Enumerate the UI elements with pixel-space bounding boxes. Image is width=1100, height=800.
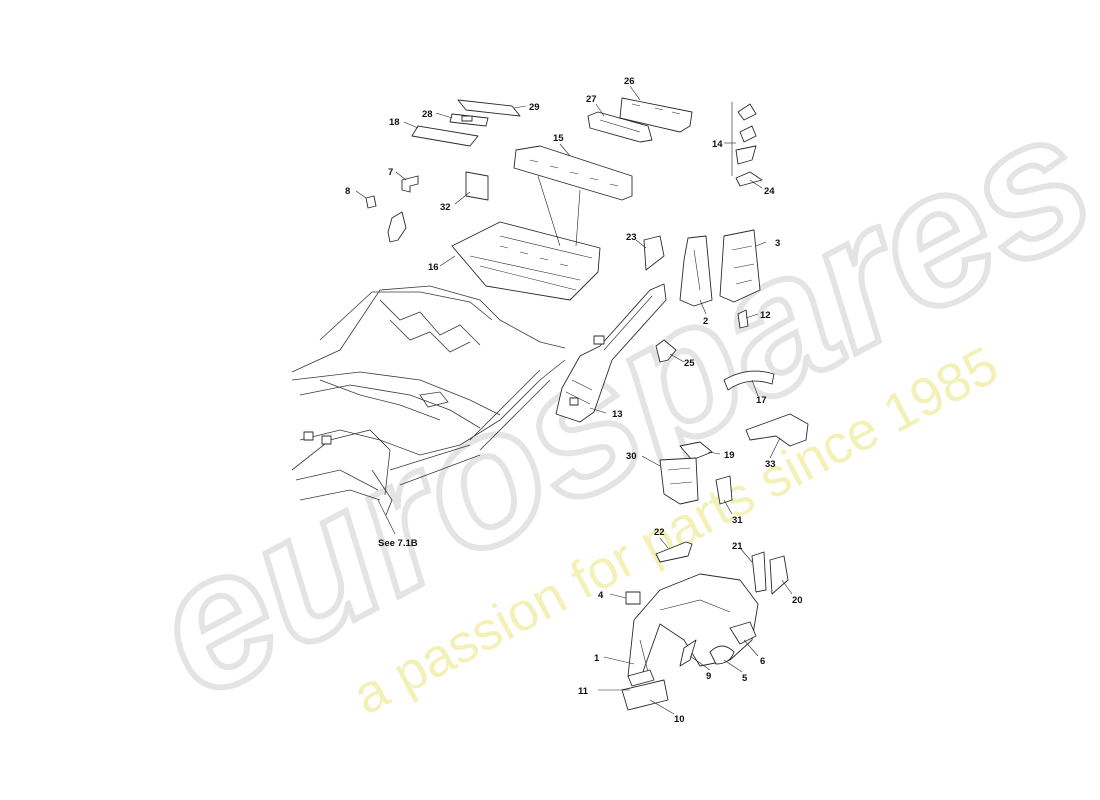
part-14	[731, 102, 757, 176]
part-15	[513, 145, 633, 201]
callout-31: 31	[732, 515, 743, 526]
part-30	[659, 457, 699, 505]
part-bracket-left	[387, 211, 407, 243]
callout-12: 12	[760, 310, 771, 321]
callout-9: 9	[706, 671, 711, 682]
callout-33: 33	[765, 459, 776, 470]
callout-25: 25	[684, 358, 695, 369]
part-27	[587, 111, 653, 143]
part-21	[751, 551, 767, 593]
callout-23: 23	[626, 232, 637, 243]
part-19	[679, 441, 713, 461]
vehicle-body-shell	[291, 285, 566, 516]
callout-2: 2	[703, 316, 708, 327]
part-13	[555, 283, 667, 423]
callout-labels: 26 27 29 28 18 15 7 8 32 16 23 2 3 14 24…	[345, 76, 803, 725]
callout-1: 1	[594, 653, 600, 664]
callout-3: 3	[775, 238, 780, 249]
part-16	[451, 221, 601, 301]
part-17	[723, 370, 775, 391]
part-2	[679, 235, 713, 307]
part-20	[769, 555, 789, 595]
callout-18: 18	[389, 117, 400, 128]
callout-5: 5	[742, 673, 748, 684]
callout-20: 20	[792, 595, 803, 606]
part-9	[679, 639, 697, 667]
callout-6: 6	[760, 656, 765, 667]
callout-14: 14	[712, 139, 723, 150]
part-11	[627, 669, 655, 687]
part-22	[655, 541, 693, 563]
callout-4: 4	[598, 590, 604, 601]
callout-24: 24	[764, 186, 775, 197]
part-6	[729, 621, 757, 645]
callout-30: 30	[626, 451, 637, 462]
part-10	[621, 679, 669, 711]
part-26	[619, 97, 693, 133]
callout-7: 7	[388, 167, 393, 178]
part-3	[719, 229, 761, 303]
callout-27: 27	[586, 94, 597, 105]
reference-note: See 7.1B	[378, 538, 418, 549]
callout-13: 13	[612, 409, 623, 420]
part-4	[625, 591, 641, 605]
callout-29: 29	[529, 102, 540, 113]
part-29	[457, 99, 521, 117]
callout-11: 11	[578, 686, 589, 697]
part-8	[365, 195, 377, 209]
callout-19: 19	[724, 450, 735, 461]
part-28	[449, 113, 489, 127]
callout-8: 8	[345, 186, 350, 197]
part-33	[745, 413, 809, 447]
part-12	[737, 309, 749, 329]
callout-15: 15	[553, 133, 564, 144]
callout-22: 22	[654, 527, 665, 538]
part-31	[715, 475, 733, 505]
callout-28: 28	[422, 109, 433, 120]
callout-26: 26	[624, 76, 635, 87]
callout-21: 21	[732, 541, 743, 552]
callout-16: 16	[428, 262, 439, 273]
callout-17: 17	[756, 395, 767, 406]
part-32	[465, 171, 489, 201]
part-18	[411, 125, 479, 147]
part-24	[735, 171, 763, 187]
callout-32: 32	[440, 202, 451, 213]
part-5	[709, 645, 735, 665]
leader-lines	[355, 85, 793, 715]
part-23	[643, 235, 665, 271]
callout-10: 10	[674, 714, 685, 725]
